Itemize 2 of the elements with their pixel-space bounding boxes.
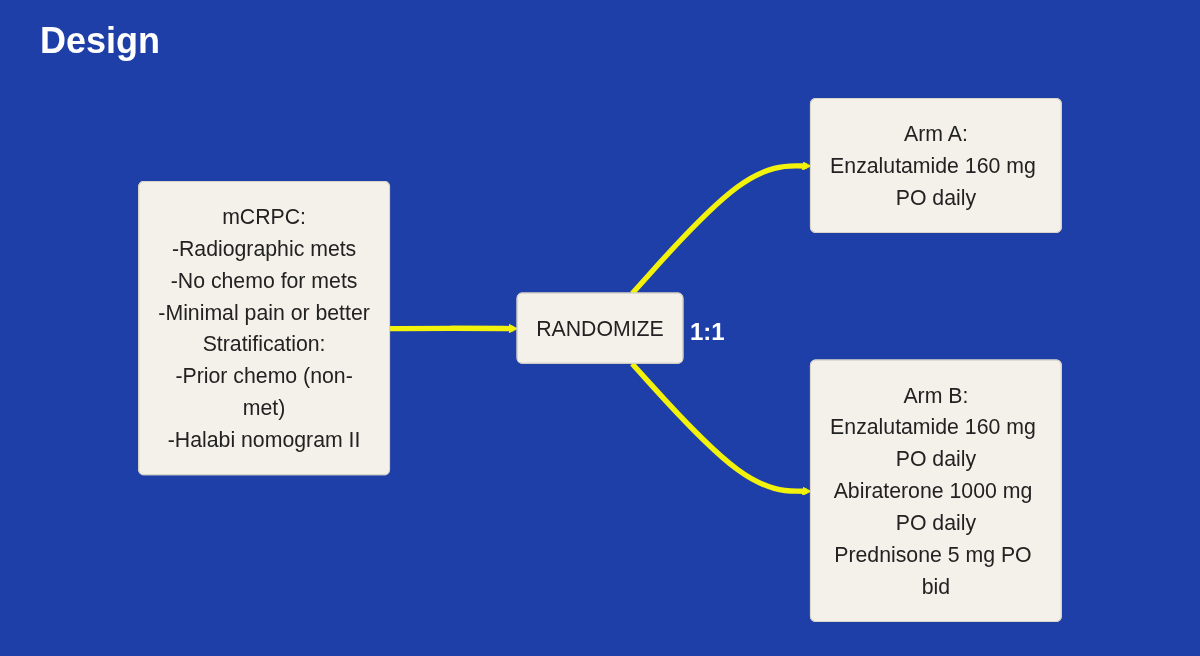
slide-title: Design — [40, 20, 161, 62]
ratio-label: 1:1 — [690, 318, 725, 346]
